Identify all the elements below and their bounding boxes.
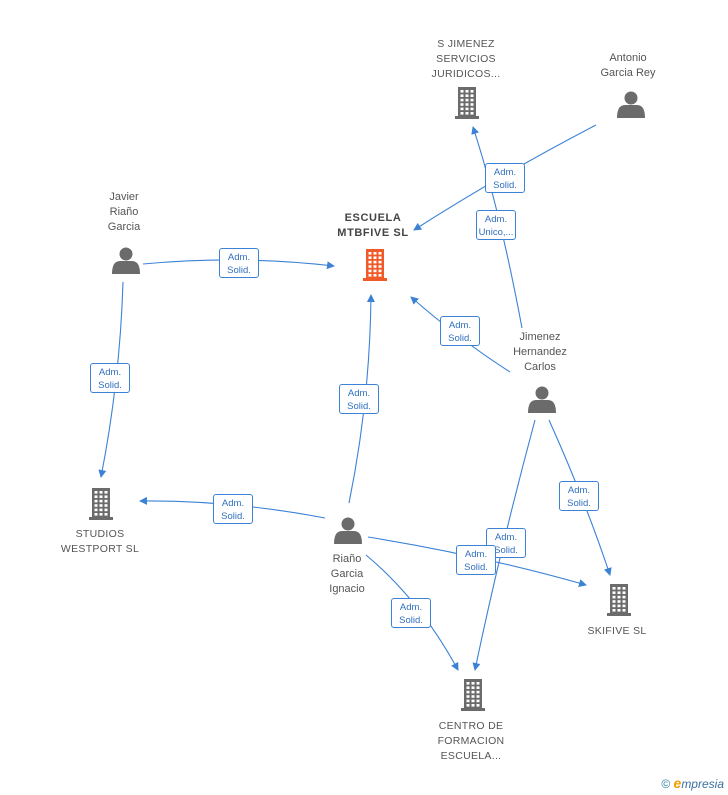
brand-name: mpresia: [681, 777, 724, 791]
edge-label-line: Adm.: [448, 320, 472, 331]
edge-label-line: Adm.: [399, 602, 423, 613]
node-label-line: JURIDICOS...: [431, 68, 501, 80]
node-label-line: STUDIOS: [75, 528, 125, 540]
node-label-escuela[interactable]: ESCUELA MTBFIVE SL: [337, 211, 408, 241]
edge-label-riano-centro[interactable]: Adm. Solid.: [391, 598, 431, 628]
edge-label-line: Adm.: [98, 367, 122, 378]
building-icon-centro[interactable]: [461, 679, 485, 711]
edge-label-line: Solid.: [347, 401, 371, 412]
building-icon-sjimenez[interactable]: [455, 87, 479, 119]
edge-label-line: Solid.: [98, 380, 122, 391]
edge-label-javier-studios[interactable]: Adm. Solid.: [90, 363, 130, 393]
node-label-line: MTBFIVE SL: [337, 227, 409, 239]
edge-label-riano-escuela[interactable]: Adm. Solid.: [339, 384, 379, 414]
node-label-sjimenez[interactable]: S JIMENEZ SERVICIOS JURIDICOS...: [432, 37, 501, 82]
edge-label-line: Adm.: [227, 252, 251, 263]
edge-label-jimenez-sjimenez[interactable]: Adm. Unico,...: [476, 210, 516, 240]
node-label-line: Ignacio: [329, 583, 365, 595]
edge-label-line: Solid.: [567, 498, 591, 509]
node-label-line: WESTPORT SL: [60, 543, 140, 555]
node-label-line: ESCUELA: [344, 212, 402, 224]
node-label-line: Jimenez: [519, 331, 561, 343]
edge-label-riano-skifive[interactable]: Adm. Solid.: [456, 545, 496, 575]
person-icon-jimenez[interactable]: [528, 386, 556, 414]
copyright-symbol: ©: [661, 777, 671, 791]
node-label-studios[interactable]: STUDIOS WESTPORT SL: [61, 527, 139, 557]
edge-label-line: Adm.: [347, 388, 371, 399]
edge-label-line: Solid.: [399, 615, 423, 626]
person-icon-antonio[interactable]: [617, 91, 645, 119]
edge-label-jimenez-skifive[interactable]: Adm. Solid.: [559, 481, 599, 511]
node-label-line: Carlos: [524, 361, 556, 373]
edge-label-line: Adm.: [221, 498, 245, 509]
building-icon-studios[interactable]: [89, 488, 113, 520]
edge-label-line: Solid.: [464, 562, 488, 573]
edge-label-line: Adm.: [494, 532, 518, 543]
person-icon-riano[interactable]: [334, 517, 362, 545]
edge-label-jimenez-escuela[interactable]: Adm. Solid.: [440, 316, 480, 346]
building-icon-escuela[interactable]: [363, 249, 387, 281]
edge-label-line: Adm.: [464, 549, 488, 560]
person-icon-javier[interactable]: [112, 247, 140, 275]
node-label-line: Antonio: [609, 52, 647, 64]
edge-label-line: Solid.: [448, 333, 472, 344]
node-label-line: Riaño: [109, 206, 139, 218]
edge-label-antonio-escuela[interactable]: Adm. Solid.: [485, 163, 525, 193]
node-label-line: CENTRO DE: [438, 720, 504, 732]
building-icon-skifive[interactable]: [607, 584, 631, 616]
node-label-line: Javier: [109, 191, 139, 203]
edge-label-line: Adm.: [493, 167, 517, 178]
brand-logo-e: e: [673, 775, 682, 791]
edge-label-line: Adm.: [567, 485, 591, 496]
node-label-line: S JIMENEZ: [437, 38, 495, 50]
edge-label-riano-studios[interactable]: Adm. Solid.: [213, 494, 253, 524]
edge-label-line: Solid.: [493, 180, 517, 191]
node-label-line: Garcia Rey: [600, 67, 656, 79]
edge-label-line: Solid.: [221, 511, 245, 522]
node-label-skifive[interactable]: SKIFIVE SL: [587, 624, 646, 639]
footer-brand[interactable]: © empresia: [661, 775, 724, 791]
edge-label-line: Unico,...: [478, 227, 514, 238]
node-label-line: SKIFIVE SL: [587, 625, 647, 637]
node-label-line: FORMACION: [437, 735, 505, 747]
node-label-line: SERVICIOS: [436, 53, 496, 65]
node-label-line: ESCUELA...: [440, 750, 502, 762]
node-label-centro[interactable]: CENTRO DE FORMACION ESCUELA...: [438, 719, 505, 764]
edge-label-javier-escuela[interactable]: Adm. Solid.: [219, 248, 259, 278]
node-label-line: Riaño: [332, 553, 362, 565]
node-label-line: Garcia: [107, 221, 141, 233]
edge-label-line: Solid.: [494, 545, 518, 556]
edge-label-line: Solid.: [227, 265, 251, 276]
node-label-line: Hernandez: [513, 346, 567, 358]
node-label-line: Garcia: [330, 568, 364, 580]
edge-label-line: Adm.: [484, 214, 508, 225]
